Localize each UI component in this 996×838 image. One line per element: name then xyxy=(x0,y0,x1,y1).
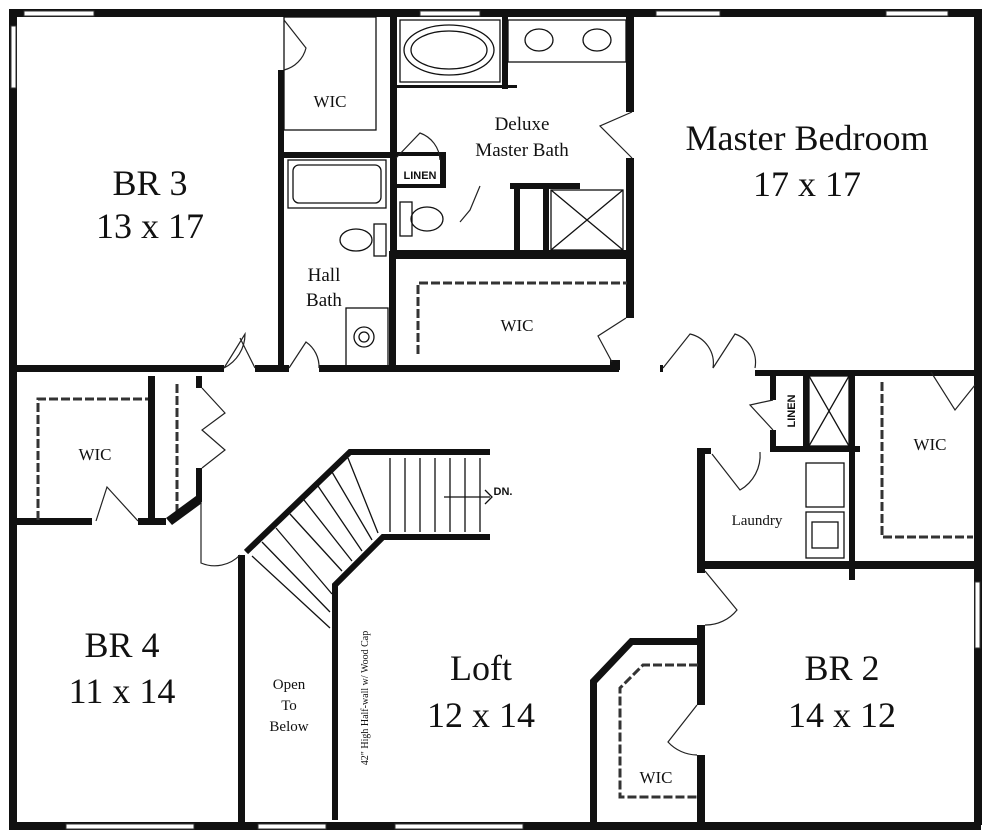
bath-fixtures xyxy=(287,19,627,367)
linen-label-bath: LINEN xyxy=(404,170,437,182)
room-size-loft: 12 x 14 xyxy=(427,695,535,735)
room-name-br3: BR 3 xyxy=(112,163,187,203)
room-name-master-bath-2: Master Bath xyxy=(475,140,569,161)
wic-label-br4: WIC xyxy=(78,445,111,464)
stairs-down-label: DN. xyxy=(494,486,513,498)
room-name-hall-bath-2: Bath xyxy=(306,290,342,311)
open-to-below-3: Below xyxy=(269,719,308,735)
room-name-master-bedroom: Master Bedroom xyxy=(686,118,929,158)
doors xyxy=(95,19,976,756)
room-name-loft: Loft xyxy=(450,648,512,688)
room-name-br4: BR 4 xyxy=(84,625,159,665)
open-to-below-1: Open xyxy=(273,677,306,693)
room-size-br3: 13 x 17 xyxy=(96,206,204,246)
wic-label-right: WIC xyxy=(913,435,946,454)
open-to-below-2: To xyxy=(281,698,297,714)
staircase xyxy=(251,457,493,629)
interior-walls xyxy=(9,16,980,825)
wic-label-top: WIC xyxy=(313,92,346,111)
room-size-br4: 11 x 14 xyxy=(69,671,176,711)
room-name-master-bath-1: Deluxe xyxy=(495,114,550,135)
linen-label-hall: LINEN xyxy=(786,394,798,427)
room-name-hall-bath-1: Hall xyxy=(308,265,341,286)
room-size-master-bedroom: 17 x 17 xyxy=(753,164,861,204)
windows xyxy=(10,10,981,830)
wic-label-br2: WIC xyxy=(639,768,672,787)
wic-label-master: WIC xyxy=(500,316,533,335)
room-name-laundry: Laundry xyxy=(732,513,783,529)
room-size-br2: 14 x 12 xyxy=(788,695,896,735)
room-name-br2: BR 2 xyxy=(804,648,879,688)
room-labels: BR 3 13 x 17 Master Bedroom 17 x 17 BR 4… xyxy=(69,92,947,787)
half-wall-note: 42" High Half-wall w/ Wood Cap xyxy=(360,631,371,765)
